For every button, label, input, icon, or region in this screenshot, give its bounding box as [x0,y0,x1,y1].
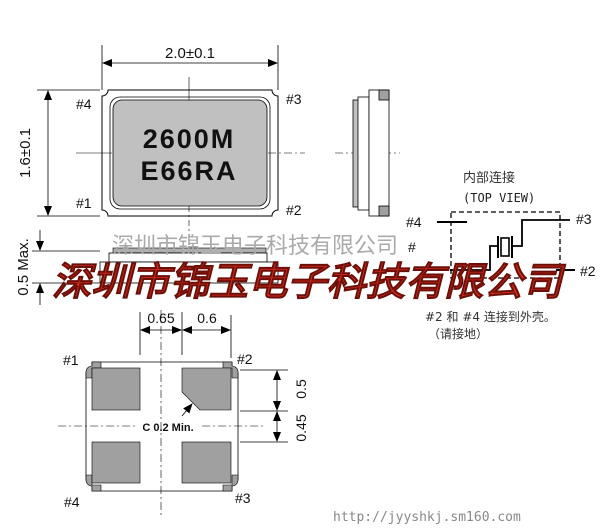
pad-4 [91,441,141,484]
pad-spacing-dimension: 0.45 [293,414,309,441]
ground-note: #2 和 #4 连接到外壳。 [425,309,556,324]
footprint-pin-4: #4 [64,494,80,510]
circuit-pin-4: #4 [406,214,422,230]
width-dimension: 2.0±0.1 [165,45,215,62]
pad-height-dimension: 0.5 [293,379,309,399]
pad-3 [181,441,232,484]
footprint-view: 0.65 0.6 C 0.2 Min. 0.5 0.45 #1 #2 #4 #3 [58,310,309,515]
footprint-pin-3: #3 [235,490,251,506]
watermark-ghost: 深圳市锦玉电子科技有限公司 [112,234,398,259]
pin-label-3: #3 [286,91,302,107]
circuit-pin-3: #3 [576,211,592,227]
watermark-url: http://jyyshkj.sm160.com [333,510,521,525]
side-view-bottom: 0.5 Max. [15,230,279,305]
height-dimension: 1.6±0.1 [17,128,34,178]
internal-connection-diagram: 内部连接 (TOP VIEW) #4 #3 #2 # #2 和 #4 连接到外壳… [406,170,596,341]
circuit-pin-2: #2 [580,263,596,279]
top-view-caption: (TOP VIEW) [463,191,535,205]
crystal-symbol [500,237,510,257]
pin-label-1: #1 [76,195,92,211]
top-view: 2.0±0.1 1.6±0.1 2600M E66RA #4 #3 #1 #2 [17,45,305,245]
footprint-pin-2: #2 [237,351,253,367]
pin-label-2: #2 [286,202,302,218]
footprint-pin-1: #1 [63,352,79,368]
lid [112,99,268,207]
circuit-pin-hidden: # [408,239,416,255]
marking-line-2: E66RA [140,156,237,186]
side-height-dimension: 0.5 Max. [15,238,32,296]
chamfer-note: C 0.2 Min. [142,422,193,434]
side-view-right [335,89,400,217]
pad-1 [91,367,141,411]
marking-line-1: 2600M [143,124,236,154]
ground-note-sub: （请接地） [428,326,488,341]
watermark-company: 深圳市锦玉电子科技有限公司 [52,259,566,305]
pad-width-dimension: 0.6 [197,310,217,326]
pin-label-4: #4 [76,96,92,112]
pad-2 [181,367,232,411]
internal-connection-title: 内部连接 [463,170,515,186]
